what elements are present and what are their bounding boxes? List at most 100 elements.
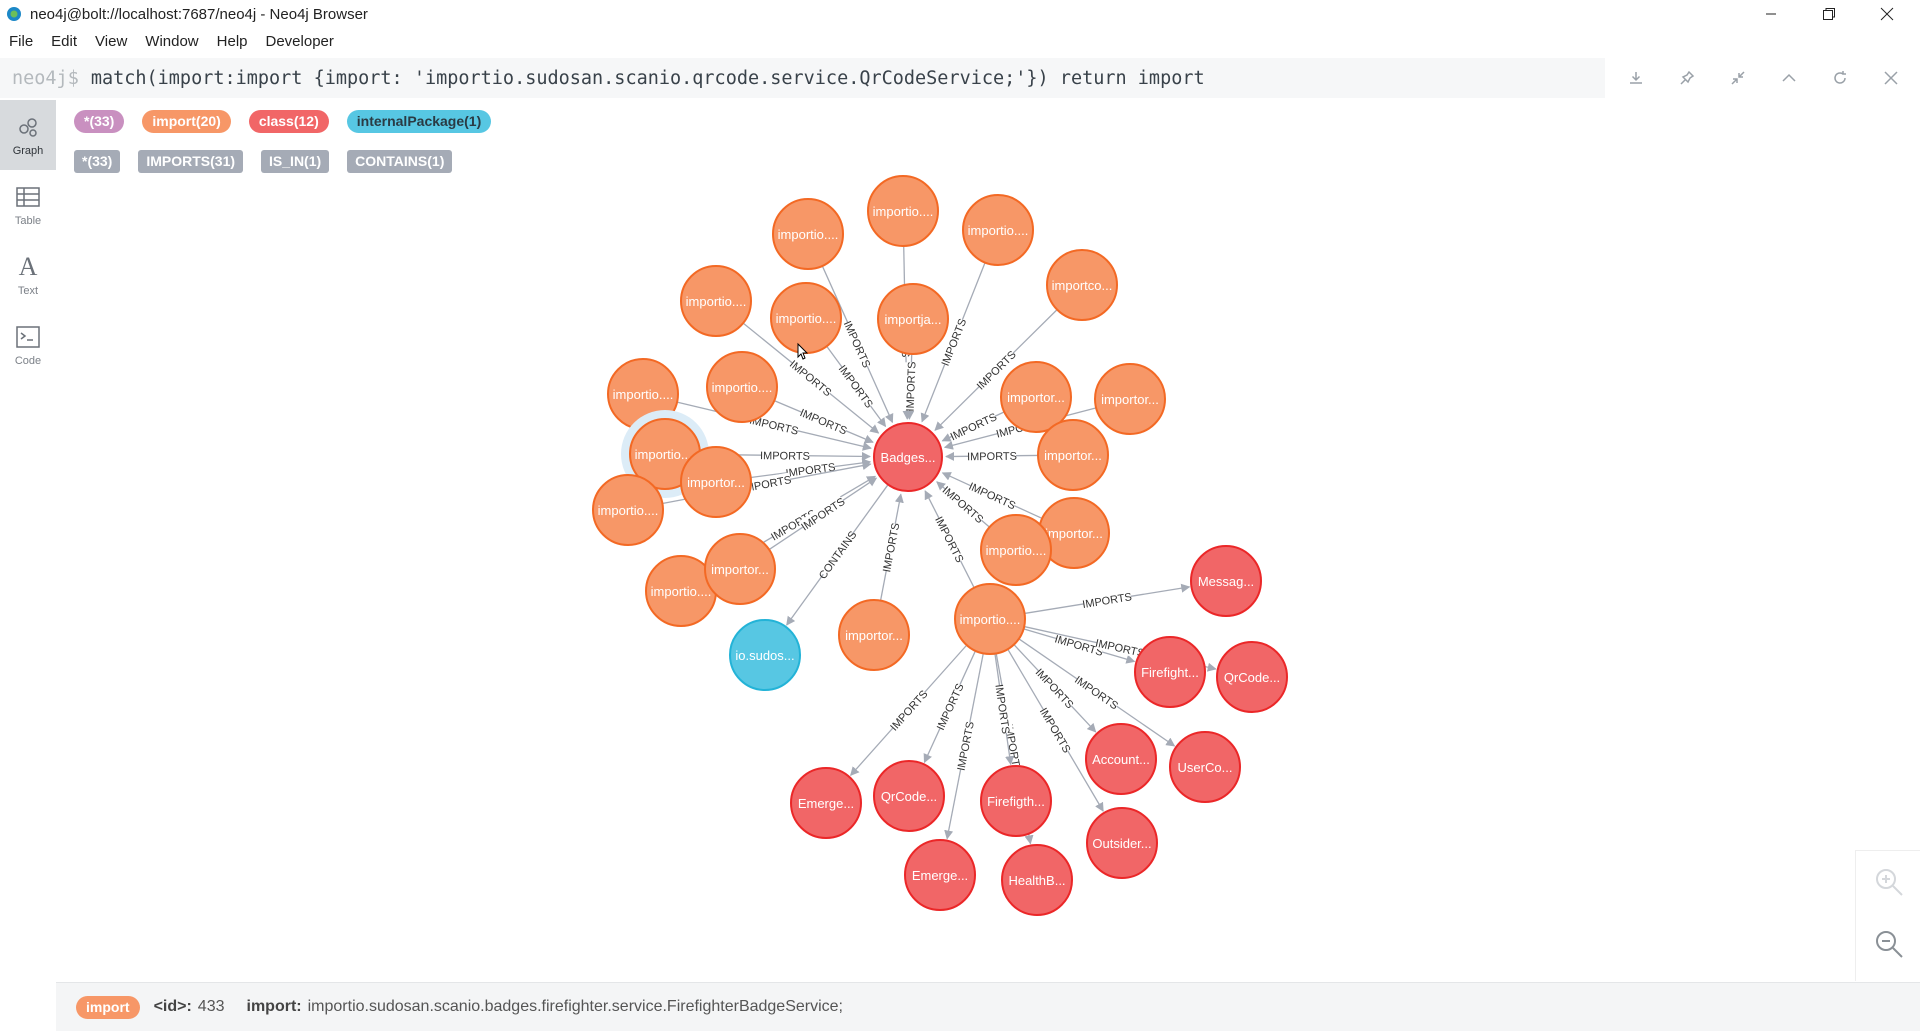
import-node-caption: importio.... — [968, 223, 1029, 238]
menu-view[interactable]: View — [95, 32, 128, 50]
label-pill-import[interactable]: import(20) — [142, 110, 231, 133]
edge-import-10[interactable]: IMPORTS — [941, 409, 1005, 443]
zoom-in-button[interactable] — [1856, 851, 1920, 913]
query-text[interactable]: match(import:import {import: 'importio.s… — [90, 67, 1205, 89]
import-node[interactable]: importor... — [838, 599, 910, 671]
class-node-circle — [873, 760, 945, 832]
menu-window[interactable]: Window — [145, 32, 199, 50]
chevron-up-icon — [1781, 73, 1796, 82]
edge-hub-out-5-label-bg — [1038, 705, 1074, 754]
collapse-frame-button[interactable] — [1763, 58, 1814, 98]
class-node[interactable]: Firefigth... — [980, 765, 1052, 837]
class-node-circle — [1001, 844, 1073, 916]
import-node[interactable]: importio.... — [592, 474, 664, 546]
edge-import-17[interactable]: IMPORTS — [768, 477, 878, 551]
menu-edit[interactable]: Edit — [51, 32, 78, 50]
rerun-button[interactable] — [1814, 58, 1865, 98]
status-id-value: 433 — [197, 998, 225, 1015]
import-node-circle — [592, 474, 664, 546]
menu-help[interactable]: Help — [216, 32, 248, 50]
class-node[interactable]: Emerge... — [904, 839, 976, 911]
class-node-center[interactable]: Badges... — [873, 422, 943, 492]
edge-hub-out-7-label-bg — [993, 684, 1014, 734]
import-node[interactable]: importor... — [1000, 361, 1072, 433]
menu-developer[interactable]: Developer — [265, 32, 334, 50]
edge-hub-out-0[interactable]: IMPORTS — [1024, 583, 1191, 615]
status-label-pill[interactable]: import — [76, 995, 140, 1019]
import-node-circle — [980, 514, 1052, 586]
import-node[interactable]: importio.... — [772, 198, 844, 270]
import-node[interactable]: importco... — [1046, 249, 1118, 321]
import-node-circle — [1094, 363, 1166, 435]
close-button[interactable] — [1858, 0, 1916, 28]
pin-button[interactable] — [1661, 58, 1712, 98]
class-node[interactable]: HealthB... — [1001, 844, 1073, 916]
close-icon — [1880, 7, 1894, 21]
import-node[interactable]: importor... — [1038, 497, 1110, 569]
edge-import-6-label-bg — [902, 362, 918, 411]
tab-table[interactable]: Table — [0, 170, 56, 240]
restore-button[interactable] — [1800, 0, 1858, 28]
class-node[interactable]: Messag... — [1190, 545, 1262, 617]
class-node[interactable]: Outsider... — [1086, 807, 1158, 879]
import-node[interactable]: importio.... — [980, 514, 1052, 586]
class-node[interactable]: UserCo... — [1169, 731, 1241, 803]
menu-file[interactable]: File — [9, 32, 34, 50]
neo4j-logo-icon — [7, 7, 21, 21]
collapse-fullscreen-button[interactable] — [1712, 58, 1763, 98]
import-node[interactable]: importor... — [704, 533, 776, 605]
minimize-button[interactable] — [1742, 0, 1800, 28]
rel-pill-all[interactable]: *(33) — [74, 150, 121, 173]
label-pill-class[interactable]: class(12) — [248, 110, 329, 133]
tab-graph[interactable]: Graph — [0, 100, 56, 170]
zoom-controls — [1855, 850, 1920, 981]
label-pill-all[interactable]: *(33) — [74, 110, 125, 133]
class-node[interactable]: QrCode... — [1216, 641, 1288, 713]
edge-import-6-label: IMPORTS — [905, 361, 919, 411]
import-node[interactable]: importor... — [680, 446, 752, 518]
import-node[interactable]: importio.... — [962, 194, 1034, 266]
rel-pill-is-in[interactable]: IS_IN(1) — [261, 150, 330, 173]
edge-import-10-label-bg — [948, 409, 998, 442]
label-pill-internal-package[interactable]: internalPackage(1) — [346, 110, 492, 133]
edge-import-6[interactable]: IMPORTS — [902, 353, 919, 420]
import-node[interactable]: importja... — [877, 283, 949, 355]
import-node[interactable]: importio.... — [645, 555, 717, 627]
edge-hub-to-center-label-bg — [933, 514, 967, 564]
edge-import-11-label: IMPORTS — [760, 450, 810, 463]
class-node[interactable]: Emerge... — [790, 767, 862, 839]
tab-code[interactable]: Code — [0, 310, 56, 380]
zoom-out-icon — [1875, 931, 1903, 958]
class-node[interactable]: Account... — [1085, 723, 1157, 795]
internal-package-node[interactable]: io.sudos... — [729, 619, 801, 691]
node-properties-bar: import <id>: 433 import: importio.sudosa… — [56, 982, 1920, 1031]
import-node[interactable]: importor... — [1094, 363, 1166, 435]
close-frame-button[interactable] — [1865, 58, 1916, 98]
edge-import-13-label: IMPORTS — [785, 462, 836, 480]
class-node[interactable]: Firefight... — [1134, 636, 1206, 708]
import-node-hub[interactable]: importio.... — [954, 583, 1026, 655]
zoom-out-button[interactable] — [1856, 913, 1920, 975]
class-node[interactable]: QrCode... — [873, 760, 945, 832]
edge-hub-out-10[interactable]: IMPORTS — [944, 653, 984, 840]
import-node[interactable]: importio.... — [680, 265, 752, 337]
window-title: neo4j@bolt://localhost:7687/neo4j - Neo4… — [30, 5, 368, 23]
tab-text[interactable]: A Text — [0, 240, 56, 310]
graph-icon — [17, 113, 39, 141]
edge-import-8[interactable]: IMPORTS — [773, 400, 874, 444]
import-node-circle — [704, 533, 776, 605]
import-node[interactable]: importio.... — [770, 282, 842, 354]
import-node-caption: importio.... — [776, 311, 837, 326]
import-node[interactable]: importor... — [1037, 419, 1109, 491]
import-node[interactable]: importio.... — [867, 175, 939, 247]
rel-pill-imports[interactable]: IMPORTS(31) — [138, 150, 244, 173]
edge-import-12[interactable]: IMPORTS — [945, 448, 1039, 464]
import-node[interactable]: importio.... — [706, 351, 778, 423]
edge-import-9-label-bg — [749, 412, 800, 437]
import-node-circle — [1037, 419, 1109, 491]
edge-import-18[interactable]: IMPORTS — [879, 493, 904, 601]
rel-pill-contains[interactable]: CONTAINS(1) — [347, 150, 453, 173]
query-editor[interactable]: neo4j$ match(import:import {import: 'imp… — [0, 58, 1605, 98]
download-button[interactable] — [1610, 58, 1661, 98]
